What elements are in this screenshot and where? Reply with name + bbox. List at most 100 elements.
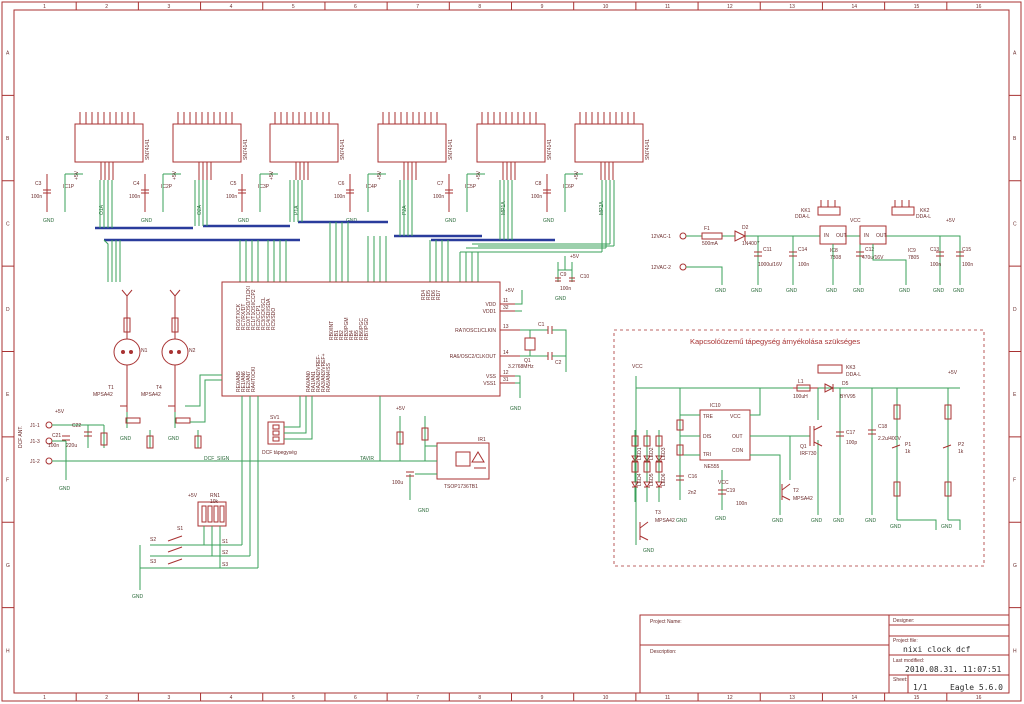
mcu-pin-label: RA7/OSC1/CLKIN — [455, 328, 496, 334]
led-label: LED1 — [637, 447, 643, 460]
mcu-pin-11: 11 — [503, 298, 508, 304]
driver-chip-type: SN74141 — [340, 139, 346, 160]
column-label: 7 — [416, 695, 419, 701]
cap-c18: C18 — [878, 424, 887, 430]
mcu-pin-label: RA3/AN3/VREF+ — [321, 353, 327, 392]
rn1-value: 10k — [210, 499, 219, 505]
column-label: 13 — [789, 4, 795, 10]
bus-drop-wires — [99, 180, 615, 282]
row-label: A — [1013, 51, 1017, 57]
gnd-c17: GND — [833, 518, 845, 524]
mcu-pin-label: RE0/AN5 — [236, 371, 242, 392]
vcc-tsop: +5V — [396, 406, 406, 412]
high-voltage-block: Kapcsolóüzemű tápegység árnyékolása szük… — [613, 329, 985, 567]
row-label: E — [6, 392, 10, 398]
driver-bus-net: P2A — [402, 205, 408, 215]
neon-n2: N2 — [189, 348, 196, 354]
column-label: 14 — [852, 695, 858, 701]
column-label: 8 — [478, 695, 481, 701]
mcu-pin-31: 31 — [503, 377, 509, 383]
crystal-cap-c1: C1 — [538, 322, 545, 328]
column-label: 4 — [230, 4, 233, 10]
reg-ic9-value: 7805 — [908, 255, 919, 261]
driver-label: IC6P — [563, 184, 575, 190]
driver-cap-value: 100n — [433, 194, 444, 200]
vcc-decoupling: +5V — [570, 254, 580, 260]
reg-ic9-in: IN — [864, 233, 869, 239]
ic10-pin-dis: DIS — [703, 434, 712, 440]
inductor-l1-value: 100uH — [793, 394, 808, 400]
pot-p1: P1 — [905, 442, 911, 448]
cap-c19-value: 100n — [736, 501, 747, 507]
driver-label: IC5P — [465, 184, 477, 190]
gnd-q1: GND — [811, 518, 823, 524]
mcu-pin-label: RA4/T0CKI — [251, 367, 257, 392]
mcu-pin-label: RC0/T1OSO/T1CKI — [246, 286, 252, 330]
ic10-pin-tre: TRE — [703, 414, 714, 420]
mcu-pin-label: RD5 — [426, 290, 432, 300]
gnd-c14: GND — [786, 288, 798, 294]
driver-gnd: GND — [43, 218, 55, 224]
switch-s1: S1 — [177, 526, 183, 532]
led-5: LED5 — [643, 456, 655, 502]
sheet-value: 1/1 — [913, 683, 928, 692]
mosfet-q1-value: IRF730 — [800, 451, 817, 457]
software-version: Eagle 5.6.0 — [950, 683, 1003, 692]
heatsink-kk1-value: DDA-L — [795, 214, 810, 220]
mcu-pin-label: RB2 — [339, 330, 345, 340]
transistor-t4: T4 — [156, 385, 162, 391]
mcu-pin-32: 32 — [503, 305, 509, 311]
decoupling-value: 100n — [560, 286, 571, 292]
cap-c11: C11 — [763, 247, 772, 253]
gnd-c13: GND — [933, 288, 945, 294]
row-label: C — [6, 221, 10, 227]
heatsink-kk3: KK3 — [846, 365, 856, 371]
driver-gnd: GND — [543, 218, 555, 224]
cap-c17-value: 100p — [846, 440, 857, 446]
transistor-t3: T3 — [655, 510, 661, 516]
reg-ic9-out: OUT — [876, 233, 887, 239]
label-description: Description: — [650, 649, 676, 655]
column-label: 13 — [789, 695, 795, 701]
column-label: 1 — [43, 695, 46, 701]
crystal-cap-c2: C2 — [555, 360, 562, 366]
gnd-c12: GND — [853, 288, 865, 294]
mcu-pin-label: RB5 — [354, 330, 360, 340]
reg-ic8-value: 7808 — [830, 255, 841, 261]
mcu-pin-label: RE1/AN6 — [241, 371, 247, 392]
row-label: B — [1013, 136, 1017, 142]
column-label: 2 — [105, 695, 108, 701]
inductor-l1: L1 — [798, 379, 804, 385]
gnd-switches: GND — [132, 594, 144, 600]
vcc-dcf: +5V — [55, 409, 65, 415]
gnd-ic8: GND — [826, 288, 838, 294]
mcu-pin-13: 13 — [503, 324, 509, 330]
cap-c13-value: 100n — [930, 262, 941, 268]
driver-cap-value: 100n — [334, 194, 345, 200]
gnd-p1: GND — [890, 524, 902, 530]
neon-indicator-section: N1 N2 T1 MPSA42 T4 MPSA42 GND GND — [93, 289, 222, 449]
driver-chip-type: SN74141 — [243, 139, 249, 160]
row-label: D — [6, 307, 10, 313]
driver-label: IC1P — [63, 184, 75, 190]
switch-section: RN1 10k +5V S1 S2 S3 S1 S2 S3 GND — [132, 396, 259, 600]
mcu-pin-14: 14 — [503, 350, 509, 356]
driver-vcc: +5V — [269, 170, 275, 180]
ic10-pin-tri: TRI — [703, 452, 711, 458]
gnd-c16: GND — [676, 518, 688, 524]
ic10-pin-vcc: VCC — [730, 414, 741, 420]
label-designer: Designer: — [893, 618, 914, 624]
sv1-ref: SV1 — [270, 415, 280, 421]
tavir-net: TAVIR — [360, 456, 374, 462]
mcu-pin-label: RB7/PGD — [364, 318, 370, 340]
column-label: 3 — [167, 4, 170, 10]
gnd-c11: GND — [751, 288, 763, 294]
vcc-mcu: +5V — [505, 288, 515, 294]
crystal-ref: Q1 — [524, 358, 531, 364]
